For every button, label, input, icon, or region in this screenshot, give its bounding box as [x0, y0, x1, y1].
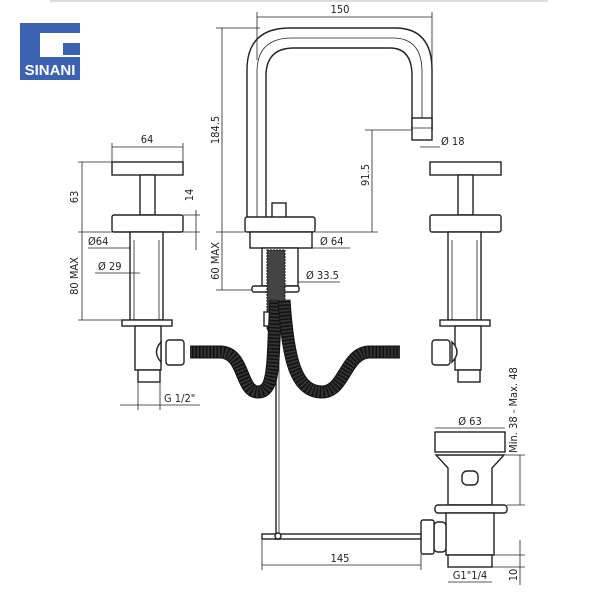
flexible-hoses [190, 299, 400, 399]
dim-aerator: Ø 18 [441, 135, 465, 148]
dim-plate-thickness: 14 [183, 189, 196, 202]
dim-plate-diameter: Ø64 [88, 235, 108, 248]
dim-spout-plate: Ø 64 [320, 235, 344, 248]
svg-text:SINANI: SINANI [25, 62, 76, 79]
dim-91-5: 91.5 [359, 164, 372, 186]
dim-spout-shank: 60 MAX [209, 242, 222, 280]
dimension-lines [78, 12, 525, 585]
dim-150: 150 [331, 3, 350, 16]
dim-184-5: 184.5 [209, 116, 222, 144]
dim-drain-cap: Ø 63 [458, 415, 482, 428]
dim-spout-shank-diameter: Ø 33.5 [306, 269, 339, 282]
pop-up-drain [261, 431, 508, 568]
sinani-logo: SINANI [20, 23, 80, 80]
dim-drain-range: Min. 38 - Max. 48 [507, 367, 520, 453]
dim-handle-width: 64 [141, 133, 154, 146]
spout [244, 27, 433, 540]
dim-shank-diameter: Ø 29 [98, 260, 122, 273]
dim-drain-thread-length: 10 [507, 569, 520, 582]
dim-handle-shank: 80 MAX [68, 257, 81, 295]
dim-inlet-thread: G 1/2" [164, 392, 195, 405]
dim-handle-height: 63 [68, 191, 81, 204]
right-valve [429, 161, 502, 383]
dim-drain-thread: G1"1/4 [453, 569, 487, 582]
left-valve [111, 161, 185, 383]
dim-pull-rod: 145 [331, 552, 350, 565]
